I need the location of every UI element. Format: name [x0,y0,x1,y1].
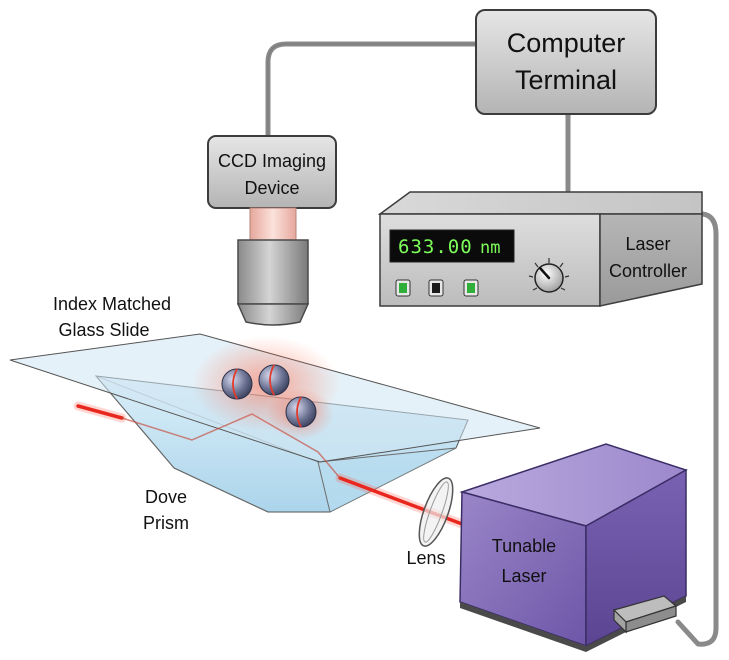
computer-terminal-label-line2: Terminal [515,65,617,95]
laser-connector [612,595,678,634]
microscope-objective [236,207,310,326]
ccd-label-line2: Device [244,178,299,198]
lens [418,477,454,547]
tunable-laser: Tunable Laser [459,443,688,652]
display-unit: nm [480,238,500,258]
computer-terminal: Computer Terminal [475,9,657,115]
display-value: 633.00 [398,236,473,258]
green-button-2[interactable] [463,279,479,297]
tunable-laser-label-line1: Tunable [492,536,556,556]
computer-terminal-label-line1: Computer [507,28,626,58]
controller-label-line2: Controller [609,261,687,281]
lens-label: Lens [406,548,445,568]
dial-knob-icon[interactable] [528,258,570,293]
cables [265,41,719,647]
controller-label-line1: Laser [625,234,670,254]
ccd-cable [265,41,481,139]
green-button-1[interactable] [395,279,411,297]
dove-prism-label-line2: Prism [143,513,189,533]
ccd-label-line1: CCD Imaging [218,151,326,171]
black-button[interactable] [428,279,444,297]
glass-slide-label-line1: Index Matched [53,294,171,314]
microsphere [285,396,317,428]
microsphere [221,368,253,400]
dove-prism-label-line1: Dove [145,487,187,507]
tunable-laser-label-line2: Laser [501,566,546,586]
wavelength-display [389,229,515,263]
glass-slide-label-line2: Glass Slide [58,320,149,340]
controller-laser-cable [675,211,719,647]
laser-controller: Laser Controller 633.00 nm [377,191,703,307]
microsphere [258,364,290,396]
microspheres [221,364,317,428]
ccd-imaging-device: CCD Imaging Device [207,135,337,209]
